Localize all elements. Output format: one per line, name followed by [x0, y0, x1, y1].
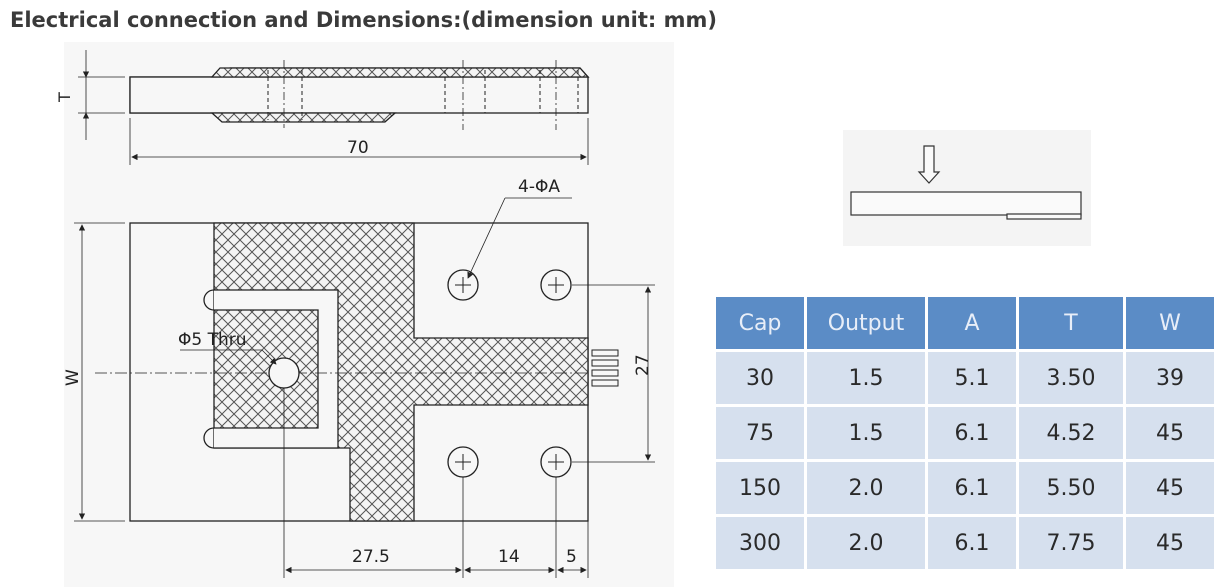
- dim-holes: 4-ΦA: [518, 177, 560, 197]
- header-t: T: [1019, 297, 1123, 349]
- dim-spacing: 27: [633, 354, 653, 376]
- cell-output: 2.0: [807, 462, 925, 514]
- cell-a: 6.1: [928, 517, 1016, 569]
- arrow-down-icon: [917, 145, 941, 184]
- cell-a: 6.1: [928, 407, 1016, 459]
- cell-t: 7.75: [1019, 517, 1123, 569]
- cell-output: 1.5: [807, 407, 925, 459]
- table-row: 300 2.0 6.1 7.75 45: [716, 517, 1214, 569]
- dim-b: 14: [498, 547, 520, 567]
- dim-a: 27.5: [352, 547, 390, 567]
- table-row: 30 1.5 5.1 3.50 39: [716, 352, 1214, 404]
- cell-output: 1.5: [807, 352, 925, 404]
- cell-a: 6.1: [928, 462, 1016, 514]
- table-header-row: Cap Output A T W: [716, 297, 1214, 349]
- dim-thru: Φ5 Thru: [178, 330, 247, 350]
- dim-length: 70: [347, 138, 369, 158]
- header-output: Output: [807, 297, 925, 349]
- cell-w: 39: [1126, 352, 1214, 404]
- cell-cap: 300: [716, 517, 804, 569]
- table-row: 150 2.0 6.1 5.50 45: [716, 462, 1214, 514]
- cell-a: 5.1: [928, 352, 1016, 404]
- cell-t: 3.50: [1019, 352, 1123, 404]
- cell-w: 45: [1126, 407, 1214, 459]
- table-row: 75 1.5 6.1 4.52 45: [716, 407, 1214, 459]
- cell-t: 5.50: [1019, 462, 1123, 514]
- cell-cap: 75: [716, 407, 804, 459]
- load-diagram: [843, 130, 1091, 246]
- page-heading: Electrical connection and Dimensions:(di…: [10, 8, 717, 32]
- label-t: T: [55, 92, 74, 103]
- cell-w: 45: [1126, 517, 1214, 569]
- header-cap: Cap: [716, 297, 804, 349]
- header-a: A: [928, 297, 1016, 349]
- label-w: W: [63, 369, 83, 386]
- cell-cap: 30: [716, 352, 804, 404]
- header-w: W: [1126, 297, 1214, 349]
- cell-output: 2.0: [807, 517, 925, 569]
- top-view: [74, 197, 655, 578]
- side-view: [78, 50, 590, 165]
- cell-t: 4.52: [1019, 407, 1123, 459]
- dim-c: 5: [566, 547, 577, 567]
- cell-w: 45: [1126, 462, 1214, 514]
- spec-table: Cap Output A T W 30 1.5 5.1 3.50 39 75 1…: [713, 294, 1217, 572]
- cell-cap: 150: [716, 462, 804, 514]
